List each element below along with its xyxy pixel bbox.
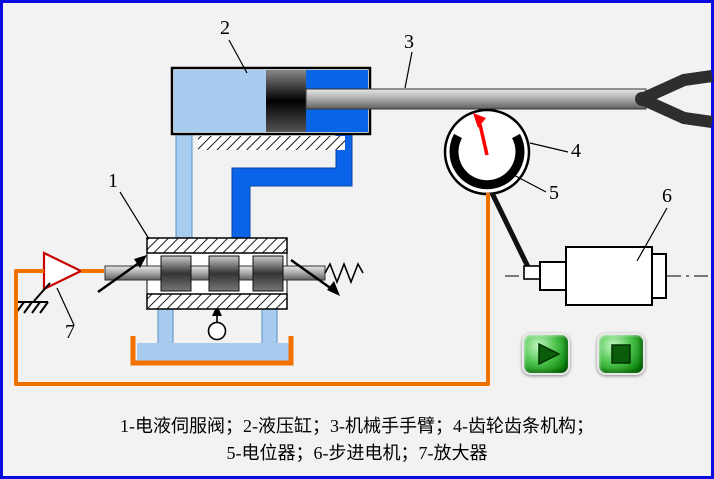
motor-shaft-housing: [539, 261, 567, 291]
stop-icon: [611, 344, 631, 364]
legend-line-2: 5-电位器；6-步进电机；7-放大器: [226, 443, 488, 463]
solenoid-arrow-right-head: [327, 281, 340, 296]
play-icon: [538, 342, 561, 366]
oil-tank: [130, 336, 294, 366]
gripper-finger-bottom: [639, 93, 713, 128]
label-stepper-motor: 6: [662, 185, 672, 207]
motor-body: [565, 246, 653, 306]
hydraulic-cylinder: [170, 66, 372, 150]
gripper-finger-top: [639, 70, 713, 105]
leader-lines: [56, 39, 668, 326]
solenoid-arrow-right: [290, 258, 337, 294]
spool-land-center: [208, 255, 240, 292]
valve-spring: [324, 261, 364, 285]
piston-rod: [305, 88, 647, 110]
cylinder-mount-hatch: [198, 136, 345, 150]
needle: [477, 119, 489, 156]
label-amplifier: 7: [65, 321, 75, 343]
leader-1: [119, 191, 150, 240]
leader-2: [228, 39, 248, 74]
potentiometer-arc: [449, 133, 525, 190]
leader-3: [404, 51, 413, 89]
ground-icon: [15, 301, 49, 314]
label-potentiometer: 5: [549, 182, 559, 204]
stop-button[interactable]: [597, 333, 645, 375]
pump-arrow-head: [212, 305, 222, 316]
amplifier: [15, 251, 84, 314]
pipe-light-left: [175, 133, 193, 241]
ground-lead: [33, 282, 51, 302]
valve-cap-bottom: [146, 293, 288, 310]
pump-circle: [207, 321, 227, 341]
leader-5: [507, 171, 547, 193]
leader-6: [636, 207, 668, 262]
pump-symbol: [207, 305, 227, 341]
tank-fluid: [137, 343, 289, 361]
play-button[interactable]: [522, 333, 570, 375]
label-servo-valve: 1: [108, 170, 118, 192]
leader-7: [56, 287, 75, 326]
label-arm: 3: [404, 31, 414, 53]
spool-land-left: [160, 255, 192, 292]
needle-tip: [473, 113, 486, 128]
valve-cap-top: [146, 237, 288, 254]
legend-caption: 1-电液伺服阀；2-液压缸；3-机械手手臂；4-齿轮齿条机构； 5-电位器；6-…: [0, 413, 714, 467]
gear-rack-dial: [443, 108, 531, 196]
label-cylinder: 2: [220, 17, 230, 39]
label-gear-rack: 4: [571, 140, 581, 162]
link-rod: [489, 191, 533, 273]
legend-line-1: 1-电液伺服阀；2-液压缸；3-机械手手臂；4-齿轮齿条机构；: [120, 416, 594, 436]
spool-land-right: [252, 255, 284, 292]
pipe-return-left: [157, 307, 174, 345]
leader-4: [529, 142, 569, 153]
pipe-return-right: [261, 307, 278, 345]
tank-outline: [130, 336, 294, 366]
servo-valve: [97, 237, 364, 310]
feedback-wire: [14, 193, 490, 386]
motor-end-cap: [651, 253, 667, 299]
piston: [266, 70, 306, 132]
wire-feedback-loop: [14, 193, 490, 386]
manipulator-arm: [305, 70, 713, 128]
stepper-motor: [505, 246, 712, 306]
cylinder-chamber-left: [174, 70, 266, 132]
solenoid-arrow-left: [97, 258, 144, 294]
solenoid-arrow-left-head: [134, 255, 147, 268]
